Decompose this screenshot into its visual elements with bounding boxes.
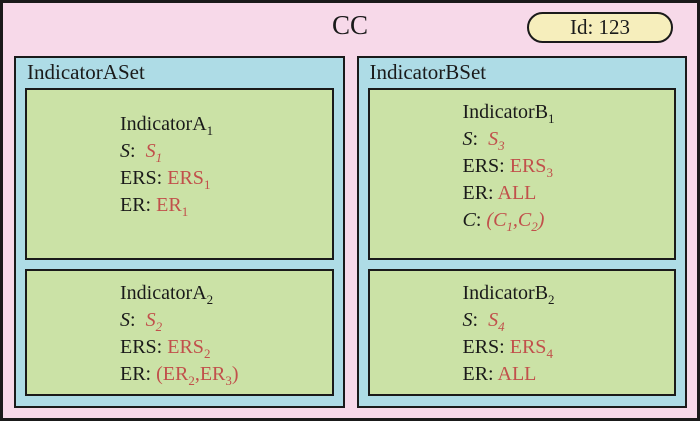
cc-header: CC Id: 123 [3,3,697,53]
attribute-line: S: S4 [462,309,505,334]
attribute-line: S: S3 [462,128,505,153]
attribute-line: S: S2 [120,309,163,334]
indicator-box-title: IndicatorA1 [120,113,214,138]
attribute-line: ERS: ERS1 [120,167,211,192]
attribute-line: ER: (ER2,ER3) [120,363,239,388]
attribute-line: ER: ALL [462,363,537,385]
id-badge-label: Id: 123 [569,15,631,39]
cc-title: CC [331,10,369,40]
id-badge: Id: 123 [527,12,673,43]
attribute-line: ERS: ERS2 [120,336,211,361]
indicator-box-title: IndicatorB2 [462,282,555,307]
attribute-line: ER: ALL [462,182,537,204]
attribute-line: ERS: ERS3 [462,155,553,180]
indicator-a-set-label: IndicatorASet [27,60,145,84]
attribute-line: ER: ER1 [120,194,189,219]
indicator-b-set-label: IndicatorBSet [369,60,487,84]
indicator-box-title: IndicatorA2 [120,282,214,307]
attribute-line: S: S1 [120,140,163,165]
attribute-line: C: (C1,C2) [462,209,545,234]
indicator-box-title: IndicatorB1 [462,101,555,126]
attribute-line: ERS: ERS4 [462,336,553,361]
